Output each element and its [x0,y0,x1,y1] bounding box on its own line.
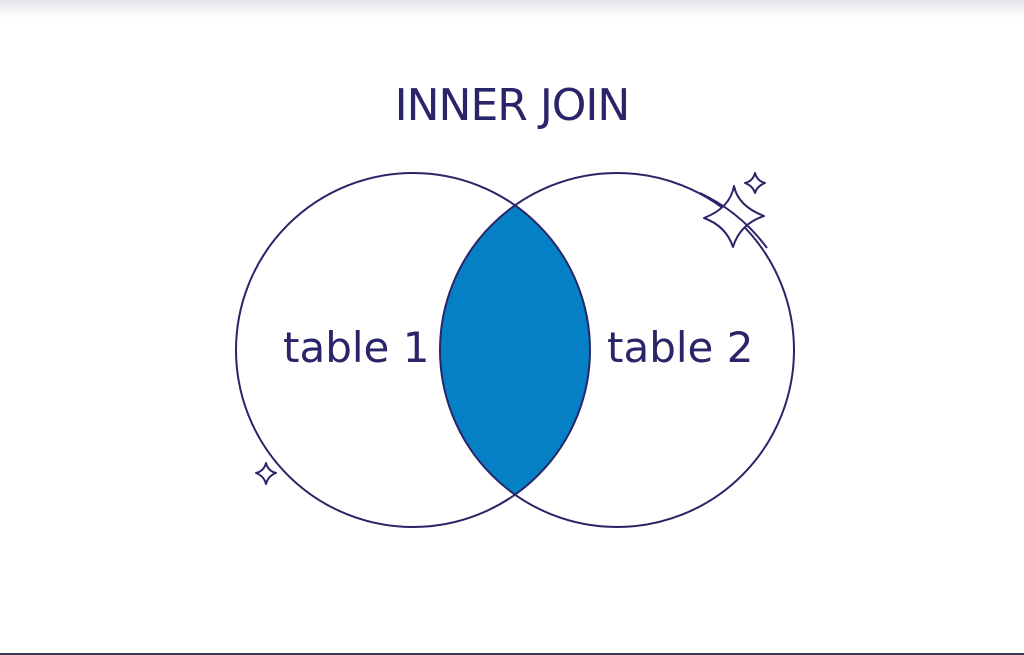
sparkle-small-bottom-icon [255,462,277,485]
diagram-title: INNER JOIN [394,80,631,131]
table-1-circle [235,172,591,528]
intersection-region [440,173,590,527]
bottom-border [0,653,1024,655]
table-1-label: table 1 [283,323,429,372]
table-2-circle [439,172,795,528]
sparkle-small-top-icon [744,172,766,194]
table-2-label: table 2 [607,323,753,372]
top-edge-shadow [0,0,1024,18]
circle-arc-overlay [699,192,768,249]
sparkle-large-icon [703,185,765,248]
